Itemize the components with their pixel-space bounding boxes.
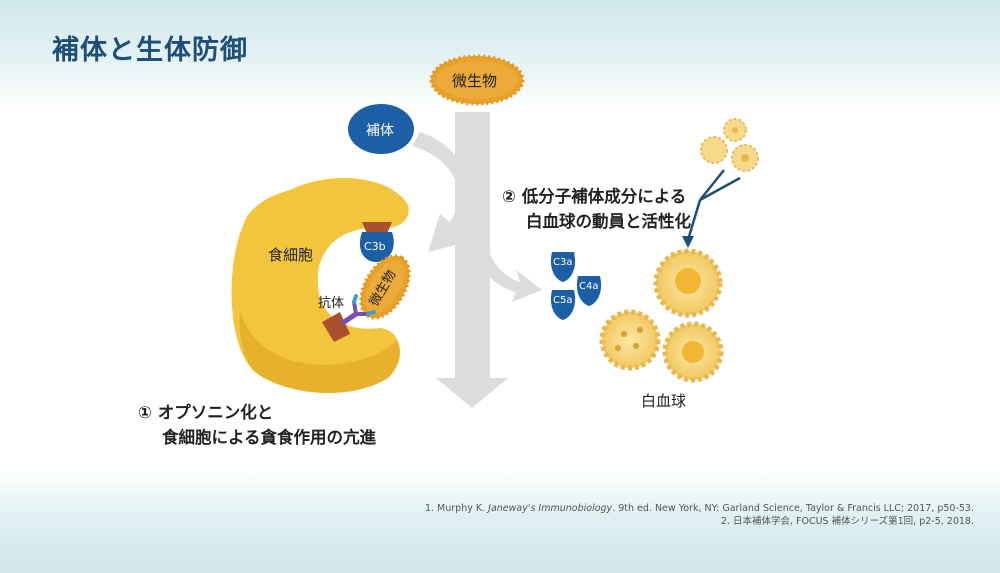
phagocyte-label: 食細胞 xyxy=(268,246,314,264)
antibody-label: 抗体 xyxy=(318,296,345,311)
step1-text: ① オプソニン化と 食細胞による貪食作用の亢進 xyxy=(138,400,376,450)
c3a-icon xyxy=(550,252,576,282)
c4a-icon xyxy=(576,276,602,306)
recruitment-arrowhead xyxy=(682,236,694,248)
step1-line2: 食細胞による貪食作用の亢進 xyxy=(162,428,377,447)
c3b-label: C3b xyxy=(364,240,386,253)
complement-label: 補体 xyxy=(366,123,394,139)
c5a-icon xyxy=(550,290,576,320)
c5a-label: C5a xyxy=(553,295,573,306)
leukocyte-label: 白血球 xyxy=(641,392,687,410)
step2-text: ② 低分子補体成分による 白血球の動員と活性化 xyxy=(502,184,691,234)
references: 1. Murphy K. Janeway's Immunobiology. 9t… xyxy=(425,502,974,528)
phagocyte-shade xyxy=(239,310,400,393)
antibody-icon xyxy=(341,294,376,325)
microbe-top-label: 微生物 xyxy=(452,72,498,90)
receptor-bottom xyxy=(322,312,350,342)
recruitment-arrow xyxy=(686,169,741,241)
downward-arrow xyxy=(436,112,508,408)
reference-1-title: Janeway's Immunobiology xyxy=(488,503,613,514)
curve-arrow-left xyxy=(412,132,470,252)
small-leukocytes-icon xyxy=(700,118,759,172)
c4a-label: C4a xyxy=(579,281,599,292)
step2-line2: 白血球の動員と活性化 xyxy=(526,212,691,231)
reference-2: 2. 日本補体学会, FOCUS 補体シリーズ第1回, p2-5, 2018. xyxy=(720,516,974,527)
page-title: 補体と生体防御 xyxy=(52,35,248,66)
microbe-bound-icon xyxy=(359,254,411,320)
reference-1: 1. Murphy K. Janeway's Immunobiology. 9t… xyxy=(424,503,974,514)
flow-arrows xyxy=(412,112,542,408)
step1-line1: ① オプソニン化と xyxy=(138,403,274,422)
c3a-label: C3a xyxy=(553,257,573,268)
microbe-top-icon xyxy=(429,54,525,106)
phagocyte-shape xyxy=(231,178,409,393)
step2-line1: ② 低分子補体成分による xyxy=(502,187,687,206)
curve-arrow-right xyxy=(472,238,542,302)
c3b-icon xyxy=(359,232,394,262)
leukocyte-cells-icon xyxy=(599,248,724,383)
footer-background xyxy=(0,470,1000,573)
complement-icon xyxy=(348,104,414,154)
